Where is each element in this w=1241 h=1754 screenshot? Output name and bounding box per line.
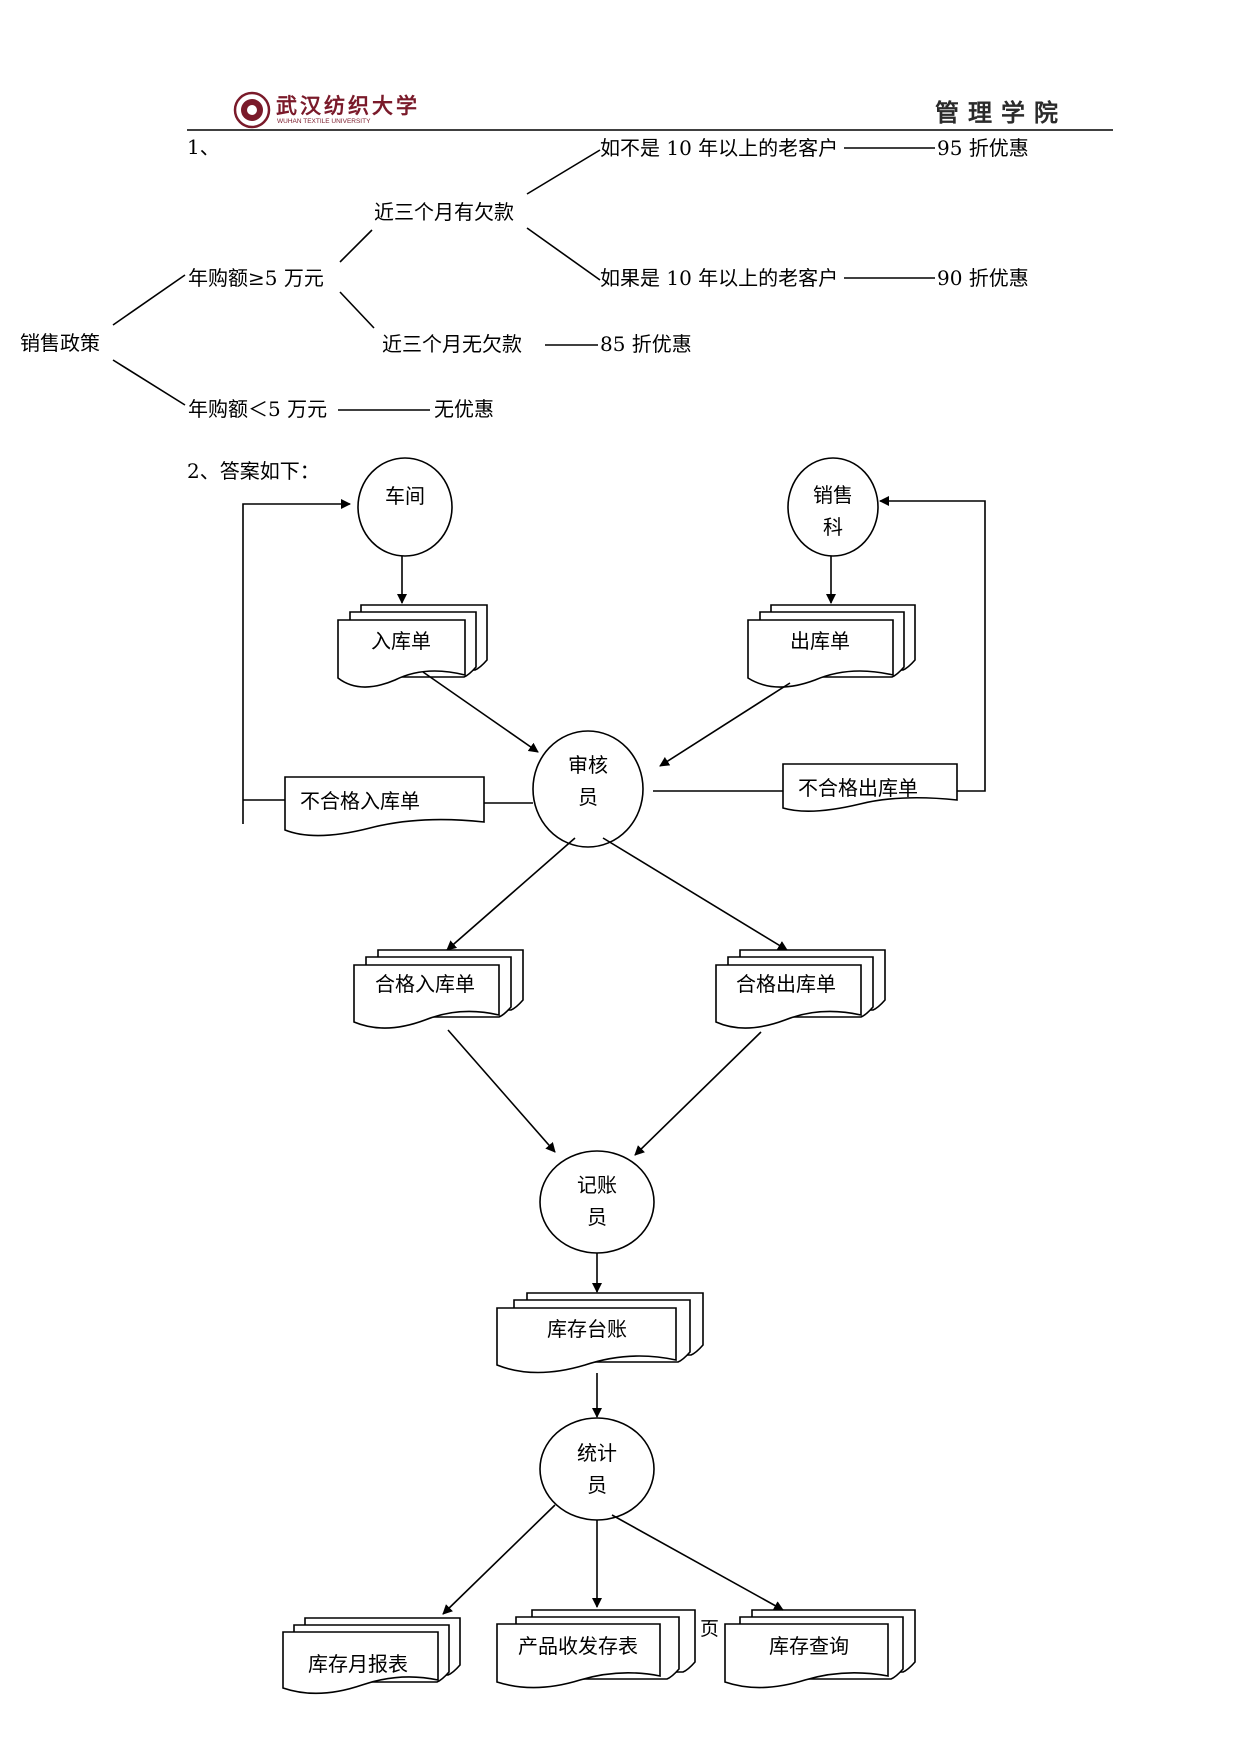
sales-policy-tree: 1、 销售政策 年购额≥5 万元 年购额＜5 万元 无优惠 近三个月有欠款 近三… xyxy=(20,135,1029,421)
node-bookkeeper-label-2: 员 xyxy=(587,1205,607,1229)
doc-out-slip-label: 出库单 xyxy=(790,629,850,653)
node-sales-label-2: 科 xyxy=(823,515,843,539)
doc-flow-table: 产品收发存表 xyxy=(496,1609,696,1689)
tree-no-debt-result: 85 折优惠 xyxy=(600,332,692,356)
node-statistician-label-1: 统计 xyxy=(577,1441,617,1465)
doc-in-slip: 入库单 xyxy=(337,604,488,688)
university-name: 武汉纺织大学 xyxy=(276,93,420,118)
tree-old-result: 90 折优惠 xyxy=(937,266,1029,290)
doc-monthly-report: 库存月报表 xyxy=(282,1617,461,1695)
node-workshop-label: 车间 xyxy=(385,484,425,508)
tree-no-debt: 近三个月无欠款 xyxy=(382,332,522,356)
doc-good-out-label: 合格出库单 xyxy=(736,972,836,996)
section1-number: 1、 xyxy=(187,135,220,159)
node-sales-label-1: 销售 xyxy=(813,483,853,507)
doc-good-in-label: 合格入库单 xyxy=(375,972,475,996)
flow-connectors xyxy=(242,496,986,1615)
node-auditor: 审核 员 xyxy=(532,730,644,848)
section2-title: 2、答案如下： xyxy=(187,459,320,483)
doc-bad-in-label: 不合格入库单 xyxy=(300,789,420,813)
tree-old-customer: 如果是 10 年以上的老客户 xyxy=(600,266,838,290)
page-number-fragment: 页 xyxy=(700,1618,719,1640)
doc-bad-in-slip: 不合格入库单 xyxy=(284,776,485,837)
doc-in-slip-label: 入库单 xyxy=(371,629,431,653)
node-bookkeeper: 记账 员 xyxy=(539,1150,655,1254)
tree-not-old-customer: 如不是 10 年以上的老客户 xyxy=(600,136,838,160)
node-bookkeeper-label-1: 记账 xyxy=(577,1173,617,1197)
doc-good-out-slip: 合格出库单 xyxy=(715,949,886,1029)
page-header: 武汉纺织大学 WUHAN TEXTILE UNIVERSITY 管理学院 xyxy=(187,91,1113,131)
doc-good-in-slip: 合格入库单 xyxy=(353,949,524,1029)
tree-connectors xyxy=(112,147,935,411)
university-name-en: WUHAN TEXTILE UNIVERSITY xyxy=(277,118,371,125)
department-name: 管理学院 xyxy=(935,98,1067,127)
doc-ledger-label: 库存台账 xyxy=(547,1317,627,1341)
tree-root: 销售政策 xyxy=(20,331,100,355)
doc-bad-out-slip: 不合格出库单 xyxy=(782,763,958,812)
node-workshop: 车间 xyxy=(357,457,453,557)
tree-branch-high: 年购额≥5 万元 xyxy=(188,266,324,290)
node-auditor-label-1: 审核 xyxy=(568,753,608,777)
node-sales-dept: 销售 科 xyxy=(787,457,879,557)
tree-has-debt: 近三个月有欠款 xyxy=(374,200,514,224)
inventory-flowchart: 2、答案如下： 车间 销售 科 入库单 出库单 审核 xyxy=(187,457,986,1695)
doc-monthly-report-label: 库存月报表 xyxy=(308,1652,408,1676)
tree-branch-low: 年购额＜5 万元 xyxy=(188,397,327,421)
doc-flow-table-label: 产品收发存表 xyxy=(518,1634,638,1658)
doc-stock-query-label: 库存查询 xyxy=(769,1634,849,1658)
university-seal-icon xyxy=(233,91,271,129)
node-auditor-label-2: 员 xyxy=(578,785,598,809)
doc-stock-query: 库存查询 xyxy=(724,1609,916,1689)
tree-low-result: 无优惠 xyxy=(434,397,494,421)
node-statistician: 统计 员 xyxy=(539,1417,655,1521)
tree-not-old-result: 95 折优惠 xyxy=(937,136,1029,160)
doc-ledger: 库存台账 xyxy=(496,1292,704,1374)
doc-bad-out-label: 不合格出库单 xyxy=(798,776,918,800)
node-statistician-label-2: 员 xyxy=(587,1473,607,1497)
doc-out-slip: 出库单 xyxy=(747,604,916,688)
